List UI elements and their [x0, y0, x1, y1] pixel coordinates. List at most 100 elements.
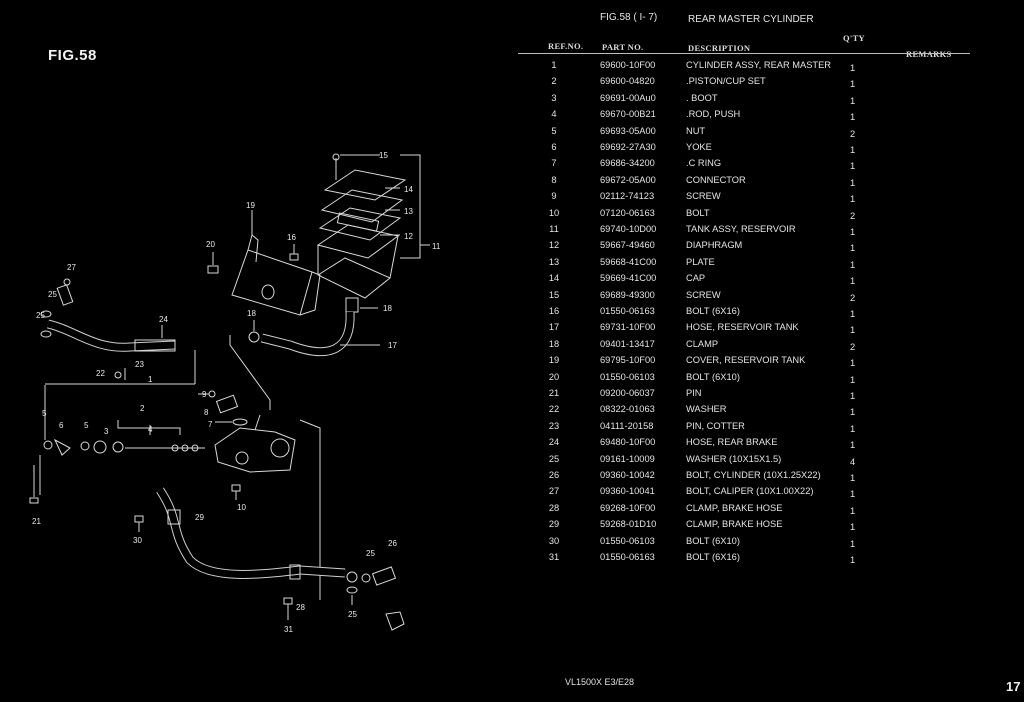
part-no-cell: 69672-05A00 [600, 174, 656, 185]
callout-25-left: 25 [36, 311, 45, 320]
qty-cell: 1 [850, 161, 856, 172]
part-no-cell: 09360-10041 [600, 486, 655, 497]
part-no-cell: 59667-49460 [600, 240, 655, 251]
callout-25-top: 25 [48, 290, 57, 299]
ref-no-cell: 3 [551, 92, 557, 103]
callout-5-mid: 5 [84, 421, 89, 430]
part-no-cell: 59268-01D10 [600, 519, 657, 530]
description-cell: CONNECTOR [686, 174, 746, 185]
qty-cell: 1 [850, 79, 856, 90]
part-no-cell: 04111-20158 [600, 420, 654, 431]
qty-cell: 1 [850, 358, 856, 369]
callout-23: 23 [135, 360, 144, 369]
part-no-cell: 69795-10F00 [600, 355, 656, 366]
header-rule [518, 53, 970, 54]
description-cell: BOLT, CYLINDER (10X1.25X22) [686, 470, 821, 480]
qty-cell: 1 [850, 227, 856, 237]
qty-cell: 1 [850, 423, 856, 434]
column-header-remarks: REMARKS [906, 49, 952, 59]
exploded-parts-diagram: 15 14 13 12 11 19 20 16 18 18 17 27 25 2… [29, 151, 441, 634]
qty-cell: 1 [850, 325, 856, 336]
part-no-cell: 08322-01063 [600, 404, 655, 415]
description-cell: BOLT (6X16) [686, 306, 740, 316]
column-header-part-no: PART NO. [602, 42, 644, 52]
ref-no-cell: 9 [551, 191, 557, 202]
part-no-cell: 09200-06037 [600, 388, 655, 398]
qty-cell: 2 [850, 341, 856, 352]
description-cell: PIN, COTTER [686, 420, 745, 431]
part-no-cell: 69693-05A00 [600, 125, 656, 136]
description-cell: WASHER (10X15X1.5) [686, 453, 782, 464]
callout-15: 15 [379, 151, 388, 160]
qty-cell: 1 [850, 95, 856, 106]
description-cell: .PISTON/CUP SET [686, 76, 766, 87]
description-cell: HOSE, RESERVOIR TANK [686, 322, 799, 333]
callout-25-right: 25 [366, 549, 375, 558]
description-cell: BOLT (6X16) [686, 552, 740, 562]
part-no-cell: 01550-06103 [600, 371, 655, 382]
qty-cell: 1 [850, 505, 856, 516]
callout-14: 14 [404, 185, 413, 194]
table-row: 19 69795-10F00 COVER, RESERVOIR TANK 1 [0, 355, 1024, 371]
part-no-cell: 09360-10042 [600, 470, 655, 480]
part-no-cell: 69689-49300 [600, 289, 655, 300]
description-cell: BOLT, CALIPER (10X1.00X22) [686, 486, 814, 497]
description-cell: BOLT [686, 207, 710, 218]
ref-no-cell: 23 [548, 420, 560, 431]
callout-30: 30 [133, 536, 142, 545]
ref-no-cell: 22 [548, 404, 560, 415]
part-no-cell: 69691-00Au0 [600, 92, 656, 103]
callout-10: 10 [237, 503, 246, 512]
description-cell: NUT [686, 125, 706, 136]
master-cylinder-body [214, 414, 296, 473]
callout-9: 9 [202, 390, 207, 399]
description-cell: BOLT (6X10) [686, 371, 740, 382]
ref-no-cell: 14 [548, 273, 560, 284]
description-cell: YOKE [686, 142, 712, 152]
part-no-cell: 59669-41C00 [600, 273, 657, 284]
description-cell: .C RING [686, 158, 722, 169]
part-no-cell: 09161-10009 [600, 453, 655, 464]
part-no-cell: 69480-10F00 [600, 437, 656, 448]
description-cell: PIN [686, 388, 702, 398]
description-cell: CLAMP, BRAKE HOSE [686, 502, 783, 513]
part-no-cell: 69268-10F00 [600, 502, 656, 513]
qty-cell: 1 [850, 112, 856, 123]
callout-18-upper: 18 [383, 304, 392, 313]
description-cell: DIAPHRAGM [686, 240, 743, 251]
callout-25-bottom: 25 [348, 610, 357, 619]
description-cell: . BOOT [686, 92, 718, 103]
qty-cell: 1 [850, 473, 856, 483]
part-no-cell: 69670-00B21 [600, 109, 656, 120]
reservoir-cover [231, 234, 321, 316]
ref-no-cell: 20 [548, 371, 560, 382]
part-no-cell: 69600-04820 [600, 76, 655, 87]
description-cell: COVER, RESERVOIR TANK [686, 355, 806, 366]
ref-no-cell: 7 [551, 158, 557, 169]
ref-no-cell: 26 [548, 470, 560, 480]
column-header-description: DESCRIPTION [688, 43, 751, 53]
qty-cell: 1 [850, 489, 856, 500]
column-header-qty: Q'TY [843, 33, 865, 43]
ref-no-cell: 27 [548, 486, 560, 497]
part-no-cell: 59668-41C00 [600, 256, 657, 267]
table-row: 26 09360-10042 BOLT, CYLINDER (10X1.25X22)… [0, 470, 1024, 486]
callout-1: 1 [148, 375, 153, 384]
ref-no-cell: 6 [551, 142, 557, 152]
ref-no-cell: 19 [548, 355, 560, 366]
ref-no-cell: 4 [551, 109, 557, 120]
part-no-cell: 01550-06163 [600, 306, 655, 316]
ref-no-cell: 25 [548, 453, 560, 464]
model-footer: VL1500X E3/E28 [565, 677, 635, 687]
qty-cell: 1 [850, 194, 856, 205]
